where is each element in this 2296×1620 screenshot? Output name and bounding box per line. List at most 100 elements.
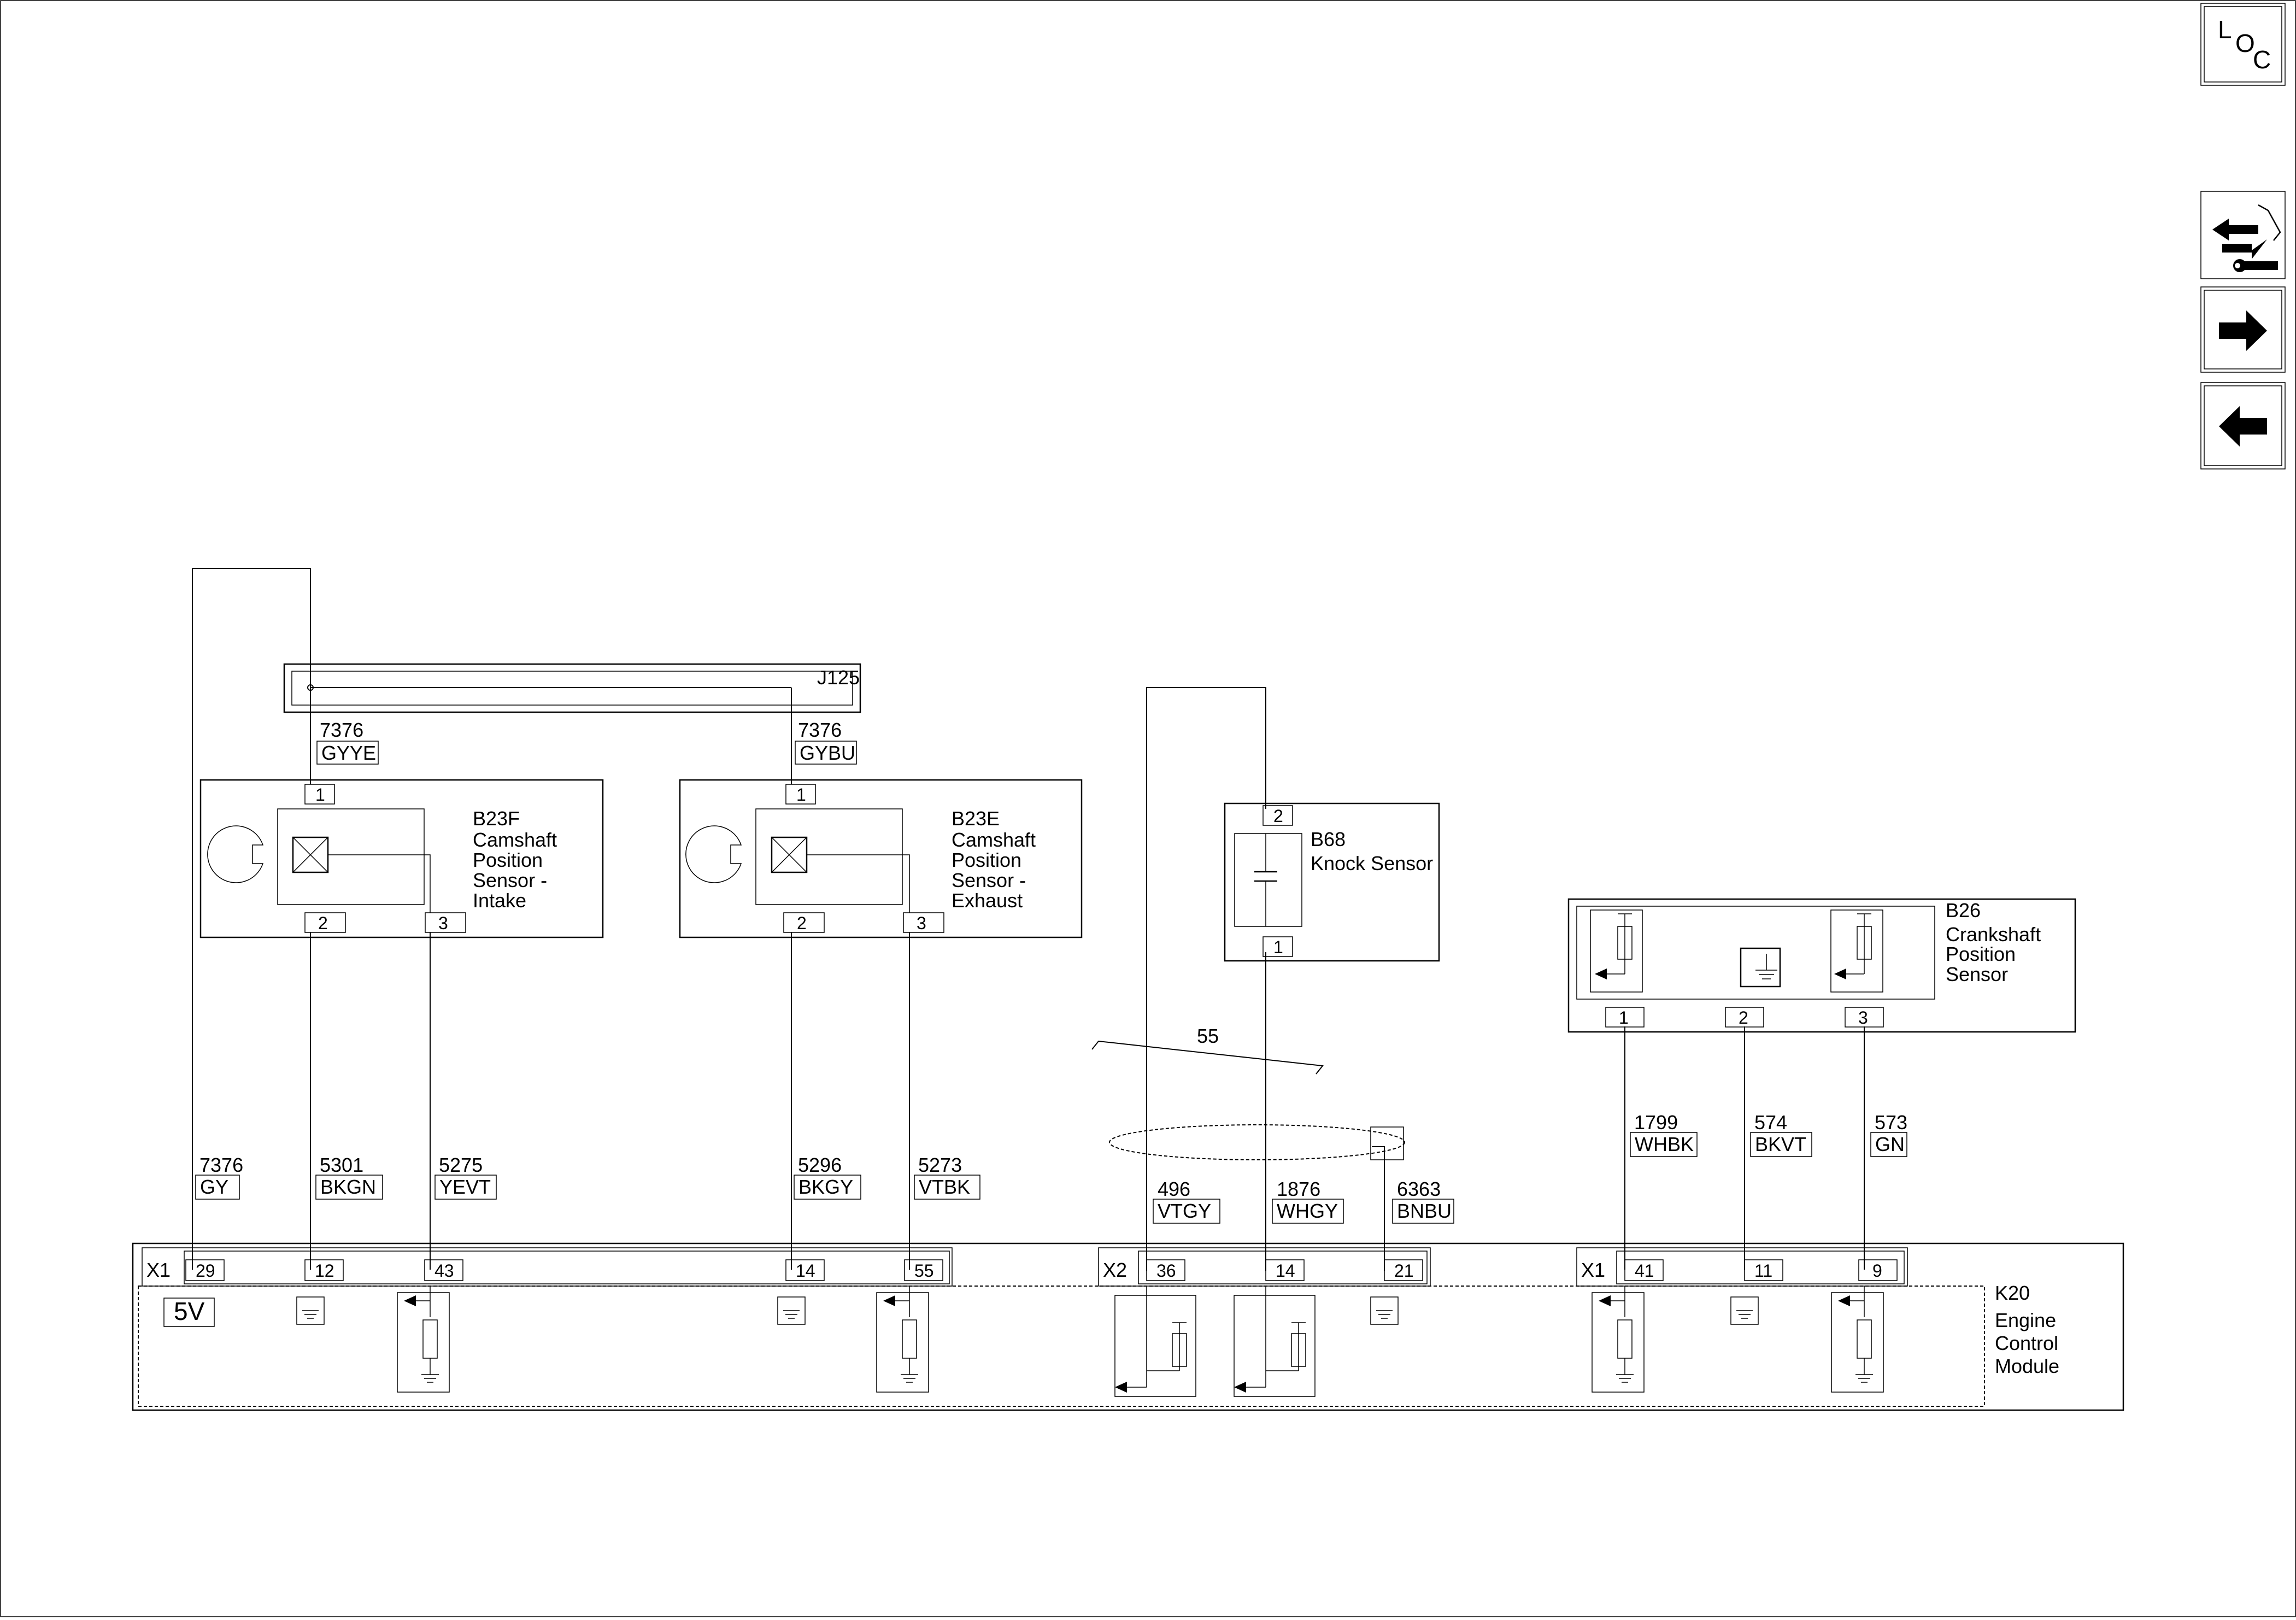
svg-text:BKGY: BKGY (798, 1176, 853, 1198)
previous-page-button[interactable] (2200, 382, 2286, 469)
svg-text:YEVT: YEVT (439, 1176, 491, 1198)
svg-text:9: 9 (1872, 1261, 1882, 1281)
svg-text:GYBU: GYBU (800, 742, 855, 764)
ground-symbol-icon (1370, 1296, 1399, 1325)
ground-shield-icon (1740, 947, 1781, 988)
splice-label: J125 (817, 666, 860, 689)
svg-text:1799: 1799 (1634, 1111, 1678, 1134)
ground-symbol-icon (296, 1296, 325, 1325)
svg-text:Sensor: Sensor (1946, 963, 2008, 985)
ecm-input-circuit-icon (397, 1286, 450, 1393)
svg-text:7376: 7376 (320, 719, 363, 741)
svg-text:B23E: B23E (952, 807, 1000, 830)
wire-label-5296: 5296 BKGY (794, 1154, 861, 1200)
reluctor-wheel-icon (207, 825, 264, 883)
svg-text:Engine: Engine (1995, 1309, 2056, 1331)
svg-text:5296: 5296 (798, 1154, 842, 1176)
svg-text:2: 2 (1739, 1008, 1748, 1028)
svg-text:1: 1 (315, 785, 325, 805)
x1-pin-14 (785, 1259, 825, 1281)
wire-label-574: 574 BKVT (1750, 1111, 1812, 1157)
svg-text:6363: 6363 (1397, 1178, 1441, 1200)
next-page-button[interactable] (2200, 286, 2286, 373)
wrench-arrows-icon (2212, 204, 2281, 272)
svg-text:3: 3 (1858, 1008, 1868, 1028)
svg-text:Camshaft: Camshaft (473, 829, 557, 851)
component-b23f: 1 2 3 B23F Camshaft Position Sensor - In… (199, 779, 604, 938)
b26-pin-3 (1845, 1007, 1884, 1028)
svg-text:X2: X2 (1103, 1259, 1127, 1281)
b68-pin-1 (1262, 936, 1293, 957)
svg-text:3: 3 (917, 913, 926, 933)
splice-j125: J125 (283, 663, 861, 713)
loc-l: L (2218, 15, 2232, 44)
svg-text:B26: B26 (1946, 899, 1981, 921)
location-button[interactable]: L O C (2200, 3, 2286, 86)
svg-text:14: 14 (1276, 1261, 1295, 1281)
x2-pin-14 (1265, 1259, 1305, 1281)
svg-text:12: 12 (315, 1261, 334, 1281)
svg-text:41: 41 (1635, 1261, 1654, 1281)
svg-text:Control: Control (1995, 1332, 2058, 1354)
svg-text:WHGY: WHGY (1277, 1200, 1338, 1222)
loc-o: O (2235, 29, 2255, 57)
svg-text:BKGN: BKGN (320, 1176, 376, 1198)
component-b23e: 1 2 3 B23E Camshaft Position Sensor - Ex… (679, 779, 1083, 938)
wire-label-573: 573 GN (1870, 1111, 1907, 1157)
svg-text:X1: X1 (1581, 1259, 1605, 1281)
ecm-input-circuit-icon (1831, 1286, 1884, 1393)
wire-label-5301: 5301 BKGN (315, 1154, 383, 1200)
svg-text:1: 1 (1273, 937, 1283, 957)
svg-text:1: 1 (1619, 1008, 1629, 1028)
svg-text:K20: K20 (1995, 1282, 2030, 1304)
x1-pin-55 (904, 1259, 943, 1281)
x1-pin-12 (304, 1259, 344, 1281)
svg-text:Sensor -: Sensor - (952, 869, 1026, 891)
component-b26: 1 2 3 B26 Crankshaft (1567, 898, 2076, 1033)
loc-c: C (2253, 45, 2271, 74)
svg-text:Camshaft: Camshaft (952, 829, 1036, 851)
piezo-element-icon (1254, 834, 1277, 926)
arrow-right-icon (2219, 310, 2267, 351)
connector-view-button[interactable] (2200, 191, 2286, 279)
svg-text:496: 496 (1158, 1178, 1190, 1200)
svg-text:Exhaust: Exhaust (952, 889, 1023, 912)
svg-text:BKVT: BKVT (1755, 1133, 1806, 1155)
svg-text:B68: B68 (1311, 828, 1346, 850)
sensor-output-circuit-icon (1590, 909, 1643, 993)
b23f-pin-3 (425, 912, 466, 933)
component-b68: 2 1 B68 Knock Sensor (1224, 802, 1440, 962)
arrow-left-icon (2219, 406, 2267, 447)
svg-text:5301: 5301 (320, 1154, 363, 1176)
x1-pin-29 (185, 1259, 225, 1281)
wire-label-7376-gyye: 7376 GYYE (316, 719, 379, 765)
x1-pin-9 (1858, 1259, 1898, 1281)
reluctor-wheel-icon (685, 825, 742, 883)
wire-label-5273: 5273 VTBK (914, 1154, 980, 1200)
wire-label-7376-gy: 7376 GY (195, 1154, 243, 1200)
svg-text:2: 2 (797, 913, 807, 933)
b68-pin-2 (1262, 805, 1293, 826)
svg-text:574: 574 (1754, 1111, 1787, 1134)
wire-label-6363: 6363 BNBU (1392, 1178, 1454, 1224)
svg-text:VTGY: VTGY (1158, 1200, 1211, 1222)
svg-text:Position: Position (473, 849, 543, 871)
svg-text:2: 2 (1273, 806, 1283, 826)
svg-text:GY: GY (200, 1176, 228, 1198)
svg-text:573: 573 (1875, 1111, 1907, 1134)
svg-text:Crankshaft: Crankshaft (1946, 923, 2041, 946)
svg-text:WHBK: WHBK (1635, 1133, 1694, 1155)
svg-text:36: 36 (1156, 1261, 1176, 1281)
svg-text:7376: 7376 (798, 719, 842, 741)
svg-text:GN: GN (1875, 1133, 1905, 1155)
svg-text:2: 2 (318, 913, 328, 933)
svg-text:14: 14 (796, 1261, 815, 1281)
svg-text:5273: 5273 (918, 1154, 962, 1176)
svg-text:55: 55 (914, 1261, 934, 1281)
svg-text:11: 11 (1754, 1261, 1772, 1281)
x2-pin-36 (1146, 1259, 1185, 1281)
b26-pin-1 (1605, 1007, 1645, 1028)
svg-text:Position: Position (952, 849, 1021, 871)
wire-label-1799: 1799 WHBK (1630, 1111, 1698, 1157)
